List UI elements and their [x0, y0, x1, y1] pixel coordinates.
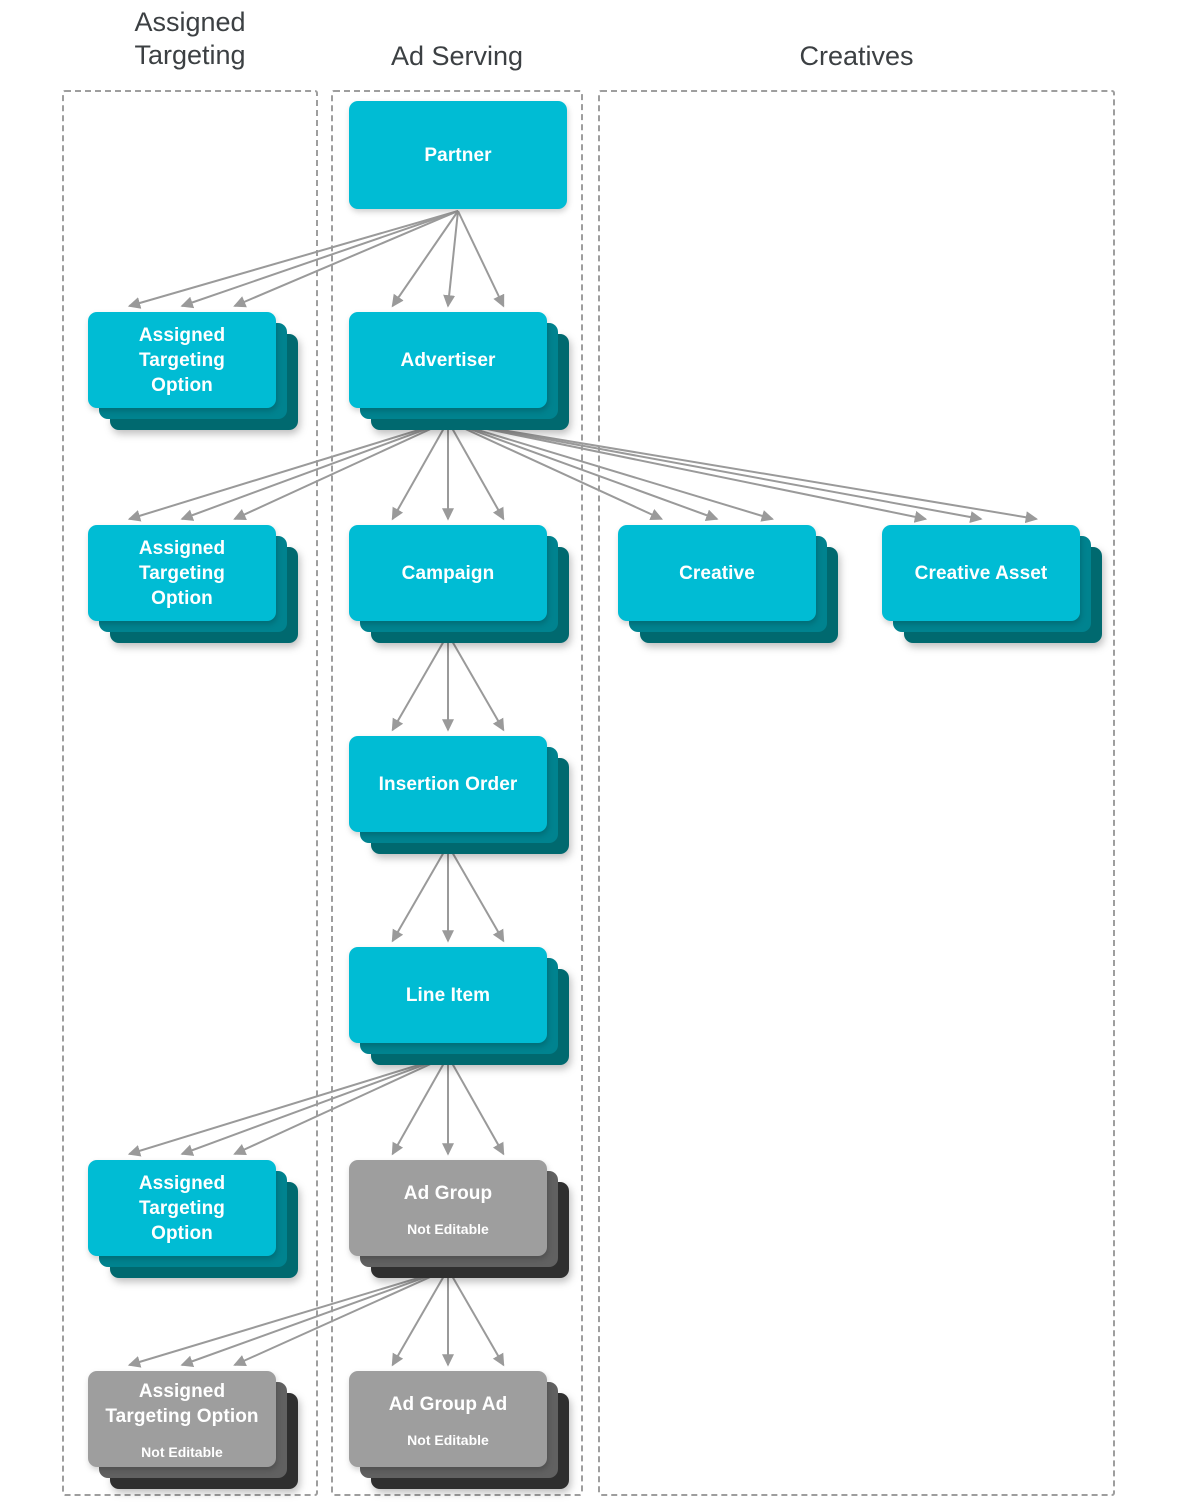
- card-front-assigned-targeting-option-line-item[interactable]: Assigned Targeting Option: [88, 1160, 276, 1256]
- node-title: Assigned Targeting Option: [138, 537, 226, 609]
- node-title: Advertiser: [400, 349, 496, 371]
- node-advertiser[interactable]: Advertiser: [349, 312, 573, 434]
- node-assigned-targeting-option-partner[interactable]: Assigned Targeting Option: [88, 312, 302, 434]
- node-ad-group-ad[interactable]: Ad Group Ad Not Editable: [349, 1371, 573, 1493]
- node-title: Ad Group: [403, 1182, 493, 1204]
- node-title: Partner: [424, 144, 492, 166]
- card-front-creative-asset[interactable]: Creative Asset: [882, 525, 1080, 621]
- lane-ad-serving: [331, 90, 583, 1496]
- node-title: Line Item: [405, 984, 491, 1006]
- lane-creatives: [598, 90, 1115, 1496]
- node-subtitle: Not Editable: [407, 1431, 489, 1448]
- node-insertion-order[interactable]: Insertion Order: [349, 736, 573, 858]
- card-front-line-item[interactable]: Line Item: [349, 947, 547, 1043]
- node-title: Creative: [679, 562, 755, 584]
- node-title: Ad Group Ad: [388, 1393, 508, 1415]
- card-front-campaign[interactable]: Campaign: [349, 525, 547, 621]
- node-creative[interactable]: Creative: [618, 525, 842, 647]
- column-heading-creatives: Creatives: [799, 41, 914, 71]
- lane-assigned-targeting: [62, 90, 318, 1496]
- node-title: Assigned Targeting Option: [138, 1172, 226, 1244]
- column-heading-ad-serving: Ad Serving: [390, 41, 524, 71]
- node-partner[interactable]: Partner: [349, 101, 593, 235]
- node-title: Assigned Targeting Option: [105, 1381, 259, 1427]
- node-subtitle: Not Editable: [141, 1444, 223, 1460]
- node-assigned-targeting-option-line-item[interactable]: Assigned Targeting Option: [88, 1160, 302, 1282]
- node-line-item[interactable]: Line Item: [349, 947, 573, 1069]
- node-campaign[interactable]: Campaign: [349, 525, 573, 647]
- node-title: Campaign: [401, 562, 495, 584]
- card-front-ad-group-ad[interactable]: Ad Group Ad Not Editable: [349, 1371, 547, 1467]
- node-creative-asset[interactable]: Creative Asset: [882, 525, 1106, 647]
- card-front-creative[interactable]: Creative: [618, 525, 816, 621]
- column-heading-assigned-targeting: Assigned Targeting: [134, 7, 246, 70]
- node-subtitle: Not Editable: [407, 1220, 489, 1237]
- card-front-assigned-targeting-option-advertiser[interactable]: Assigned Targeting Option: [88, 525, 276, 621]
- card-front-partner[interactable]: Partner: [349, 101, 567, 209]
- node-title: Insertion Order: [378, 773, 518, 795]
- card-front-insertion-order[interactable]: Insertion Order: [349, 736, 547, 832]
- node-title: Creative Asset: [914, 562, 1048, 584]
- card-front-assigned-targeting-option-partner[interactable]: Assigned Targeting Option: [88, 312, 276, 408]
- node-title: Assigned Targeting Option: [138, 324, 226, 396]
- node-assigned-targeting-option-advertiser[interactable]: Assigned Targeting Option: [88, 525, 302, 647]
- card-front-advertiser[interactable]: Advertiser: [349, 312, 547, 408]
